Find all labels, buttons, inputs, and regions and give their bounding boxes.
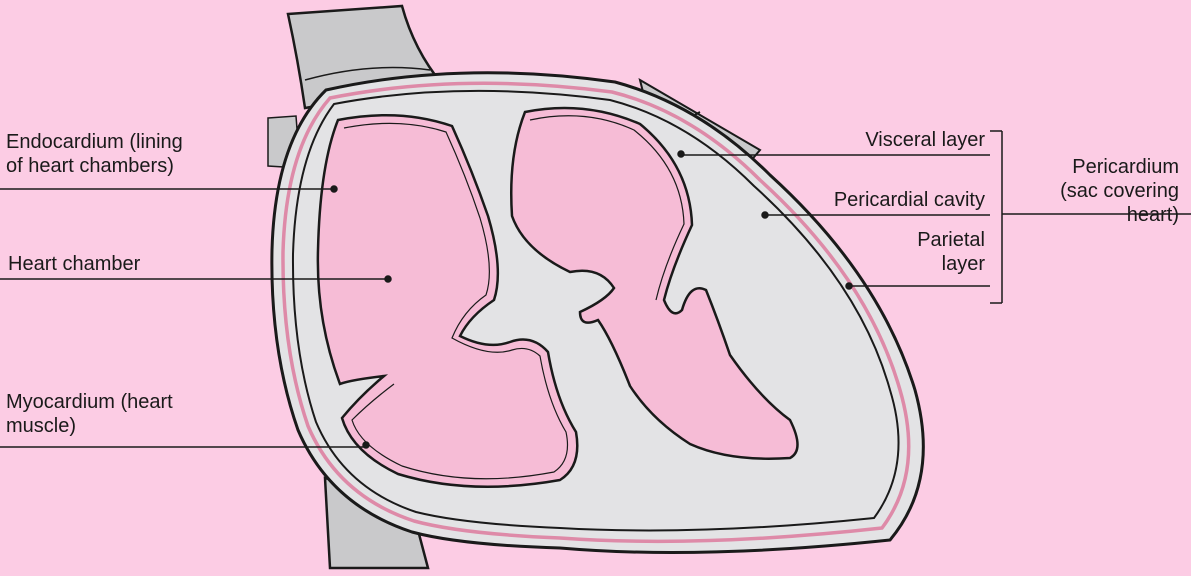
endocardium-label-line1: Endocardium (lining [6, 131, 183, 153]
myocardium-label-line1: Myocardium (heart [6, 391, 173, 413]
endocardium-label-line2: of heart chambers) [6, 155, 174, 177]
pericardium-label-line2: (sac covering [1060, 180, 1179, 202]
pericardium-label: Pericardium (sac covering heart) [1060, 155, 1179, 227]
endocardium-label: Endocardium (lining of heart chambers) [6, 130, 183, 178]
pericardium-label-line3: heart) [1127, 204, 1179, 226]
parietal-layer-label: Parietal layer [917, 228, 985, 276]
myocardium-label: Myocardium (heart muscle) [6, 390, 173, 438]
pericardium-label-line1: Pericardium [1072, 156, 1179, 178]
visceral-layer-label: Visceral layer [865, 128, 985, 152]
parietal-label-line2: layer [942, 253, 985, 275]
myocardium-label-line2: muscle) [6, 415, 76, 437]
pericardial-cavity-label: Pericardial cavity [834, 188, 985, 212]
heart-chamber-label: Heart chamber [8, 252, 140, 276]
parietal-label-line1: Parietal [917, 229, 985, 251]
